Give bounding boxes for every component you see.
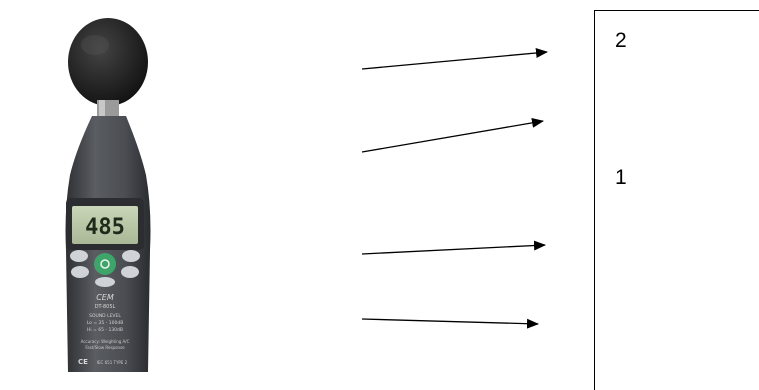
lcd-reading: 485: [85, 215, 125, 240]
panel-line: SOUND LEVEL: [89, 313, 121, 319]
answer-box: 2 1: [594, 10, 759, 390]
button-left-bottom: [71, 266, 89, 278]
spec-line: IEC 651 TYPE 2: [97, 360, 128, 365]
sound-level-meter: 485 CEM DT-805L SOUND LEVEL Lo = 35 - 10…: [66, 18, 151, 372]
answer-label-1: 1: [615, 166, 627, 190]
arrow-4: [362, 319, 538, 324]
button-right-top: [122, 250, 140, 262]
answer-label-2: 2: [615, 29, 627, 53]
panel-line: Lo = 35 - 100dB: [87, 320, 124, 326]
power-button: [94, 253, 116, 275]
arrow-1: [362, 52, 547, 69]
arrow-3: [362, 245, 545, 254]
model-text: DT-805L: [95, 304, 116, 310]
button-bottom: [95, 277, 115, 287]
spec-line: Accuracy: Weighting A/C: [81, 339, 130, 344]
brand-text: CEM: [96, 293, 114, 302]
panel-line: Hi = 65 - 130dB: [87, 327, 123, 333]
spec-line: Fast/Slow Response: [85, 345, 125, 350]
arrow-2: [362, 121, 543, 152]
arrows: [362, 52, 547, 324]
button-right-bottom: [121, 266, 139, 278]
windscreen: [68, 18, 148, 106]
ce-mark: CE: [78, 358, 88, 366]
button-left-top: [70, 250, 88, 262]
